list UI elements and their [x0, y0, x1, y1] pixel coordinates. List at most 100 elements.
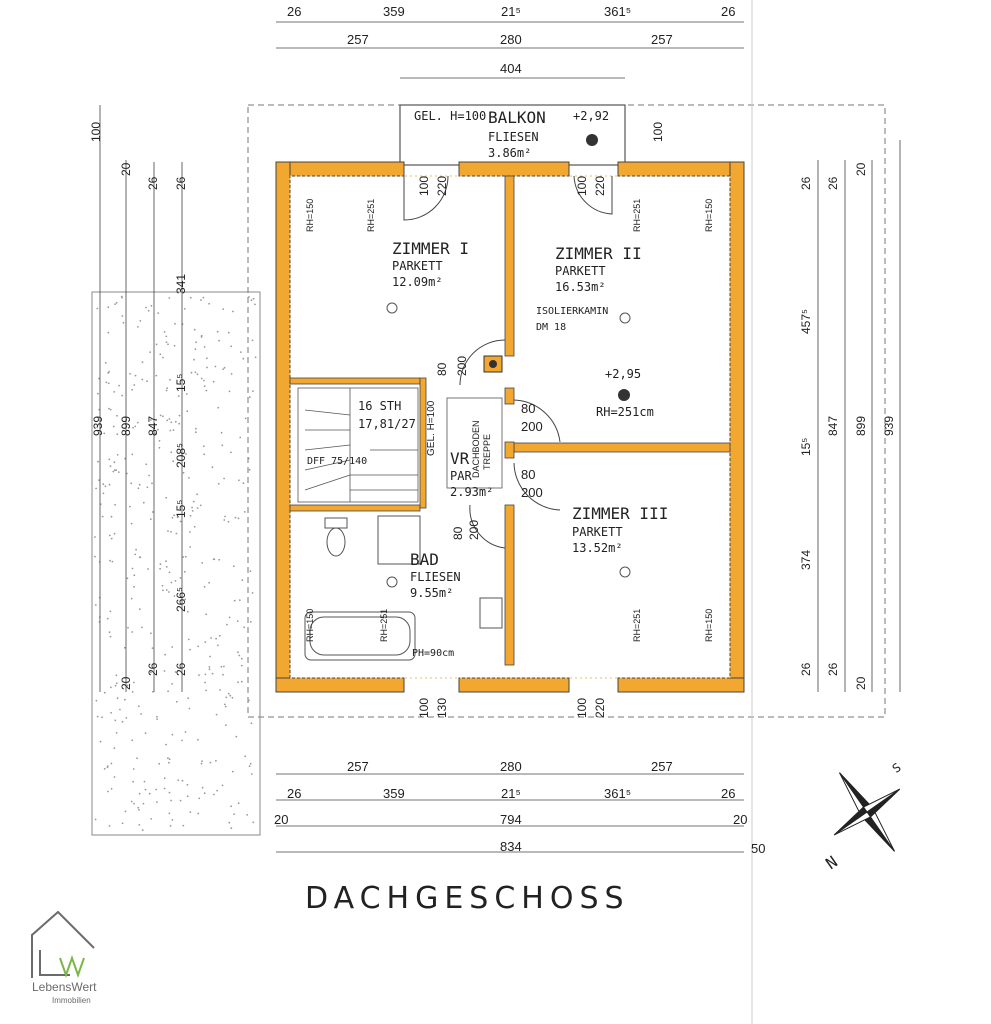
door-dim-13: 100 [417, 697, 431, 718]
room-5-area: 9.55m² [410, 586, 454, 600]
rh-5: RH=150 [305, 608, 315, 642]
room-1-name: ZIMMER I [392, 239, 470, 258]
rh-3: RH=251 [632, 198, 642, 232]
dim-left-14: 26 [174, 662, 188, 676]
dim-bottom-2: 280 [500, 759, 522, 774]
dim-top-6: 257 [347, 32, 369, 47]
dim-left-13: 26 [146, 662, 160, 676]
room-1-area: 12.09m² [392, 275, 443, 289]
dim-left-3: 26 [146, 176, 160, 190]
dim-right-10: 26 [799, 662, 813, 676]
dim-right-12: 20 [854, 676, 868, 690]
room-4-name: VR [450, 449, 470, 468]
room-3-name: ZIMMER III [572, 504, 669, 523]
staircase [297, 387, 503, 503]
door-dim-4: 220 [593, 175, 607, 196]
door-dim-7: 80 [521, 401, 536, 416]
light-markers [386, 302, 631, 588]
balcony-area: 3.86m² [488, 146, 532, 160]
dim-left-8: 847 [146, 415, 160, 436]
room-level: +2,95 [605, 367, 642, 381]
stairs-ratio: 17,81/27 [358, 417, 416, 431]
dim-bottom-13: 50 [751, 841, 766, 856]
compass-rose [833, 772, 901, 852]
door-dim-6: 200 [455, 355, 469, 376]
dim-bottom-4: 26 [287, 786, 302, 801]
dim-left-4: 26 [174, 176, 188, 190]
dim-right-6: 847 [826, 415, 840, 436]
door-dim-16: 220 [593, 697, 607, 718]
terrace-area [91, 291, 261, 836]
logo-name: LebensWert [32, 980, 97, 994]
dim-bottom-3: 257 [651, 759, 673, 774]
dim-top-2: 359 [383, 4, 405, 19]
stairs-rail: GEL. H=100 [426, 400, 437, 456]
door-dim-2: 220 [435, 175, 449, 196]
door-dim-1: 100 [417, 175, 431, 196]
door-dim-11: 80 [451, 526, 465, 540]
dim-top-7: 280 [500, 32, 522, 47]
dim-bottom-10: 794 [500, 812, 522, 827]
dim-right-3: 20 [854, 162, 868, 176]
dim-bottom-8: 26 [721, 786, 736, 801]
rh-4: RH=150 [704, 198, 714, 232]
chimney-dm: DM 18 [536, 322, 567, 333]
dim-left-9: 15⁵ [174, 373, 188, 392]
dim-bottom-5: 359 [383, 786, 405, 801]
dim-left-1: 100 [89, 121, 103, 142]
balcony-level: +2,92 [573, 109, 610, 123]
dim-bottom-12: 834 [500, 839, 522, 854]
room-5-floor: FLIESEN [410, 570, 461, 584]
level-markers [586, 134, 630, 401]
room-2-floor: PARKETT [555, 264, 606, 278]
dim-left-10: 208⁵ [174, 443, 188, 468]
dim-right-11: 26 [826, 662, 840, 676]
dim-left-7: 899 [119, 415, 133, 436]
chimney-label: ISOLIERKAMIN [536, 306, 609, 317]
roof-outline [247, 104, 886, 718]
dim-right-9: 374 [799, 549, 813, 570]
dim-right-5: 15⁵ [799, 437, 813, 456]
logo-sub: Immobilien [52, 996, 91, 1005]
dim-right-4: 457⁵ [799, 309, 813, 334]
door-dim-12: 200 [467, 519, 481, 540]
dim-top-4: 361⁵ [604, 4, 632, 19]
room-3-area: 13.52m² [572, 541, 623, 555]
dim-bottom-6: 21⁵ [501, 786, 521, 801]
dim-balcony-side: 100 [651, 121, 665, 142]
room-2-name: ZIMMER II [555, 244, 642, 263]
dim-bottom-1: 257 [347, 759, 369, 774]
rh-6: RH=251 [379, 608, 389, 642]
dim-right-8: 939 [882, 415, 896, 436]
dim-top-1: 26 [287, 4, 302, 19]
walls [275, 161, 745, 693]
interior-walls [289, 175, 731, 666]
dim-top-9: 404 [500, 61, 522, 76]
dim-right-2: 26 [826, 176, 840, 190]
dim-top-5: 26 [721, 4, 736, 19]
rh-7: RH=251 [632, 608, 642, 642]
dim-top-3: 21⁵ [501, 4, 521, 19]
door-dim-5: 80 [435, 362, 449, 376]
dim-top-8: 257 [651, 32, 673, 47]
door-dim-15: 100 [575, 697, 589, 718]
rh-1: RH=150 [305, 198, 315, 232]
balcony-name: BALKON [488, 108, 546, 127]
dim-bottom-11: 20 [733, 812, 748, 827]
dim-bottom-9: 20 [274, 812, 289, 827]
dim-left-5: 341 [174, 273, 188, 294]
skylight-note: DFF 75/140 [307, 456, 368, 467]
dim-left-2: 20 [119, 162, 133, 176]
balcony-rail: GEL. H=100 [414, 109, 487, 123]
dim-right-7: 899 [854, 415, 868, 436]
balcony-floor: FLIESEN [488, 130, 539, 144]
dim-left-12: 266⁵ [174, 587, 188, 612]
dim-right-1: 26 [799, 176, 813, 190]
room-5-name: BAD [410, 550, 439, 569]
company-logo [31, 910, 95, 979]
room-4-area: 2.93m² [450, 485, 494, 499]
room-height: RH=251cm [596, 405, 654, 419]
stairs-steps: 16 STH [358, 399, 402, 413]
dim-bottom-7: 361⁵ [604, 786, 632, 801]
